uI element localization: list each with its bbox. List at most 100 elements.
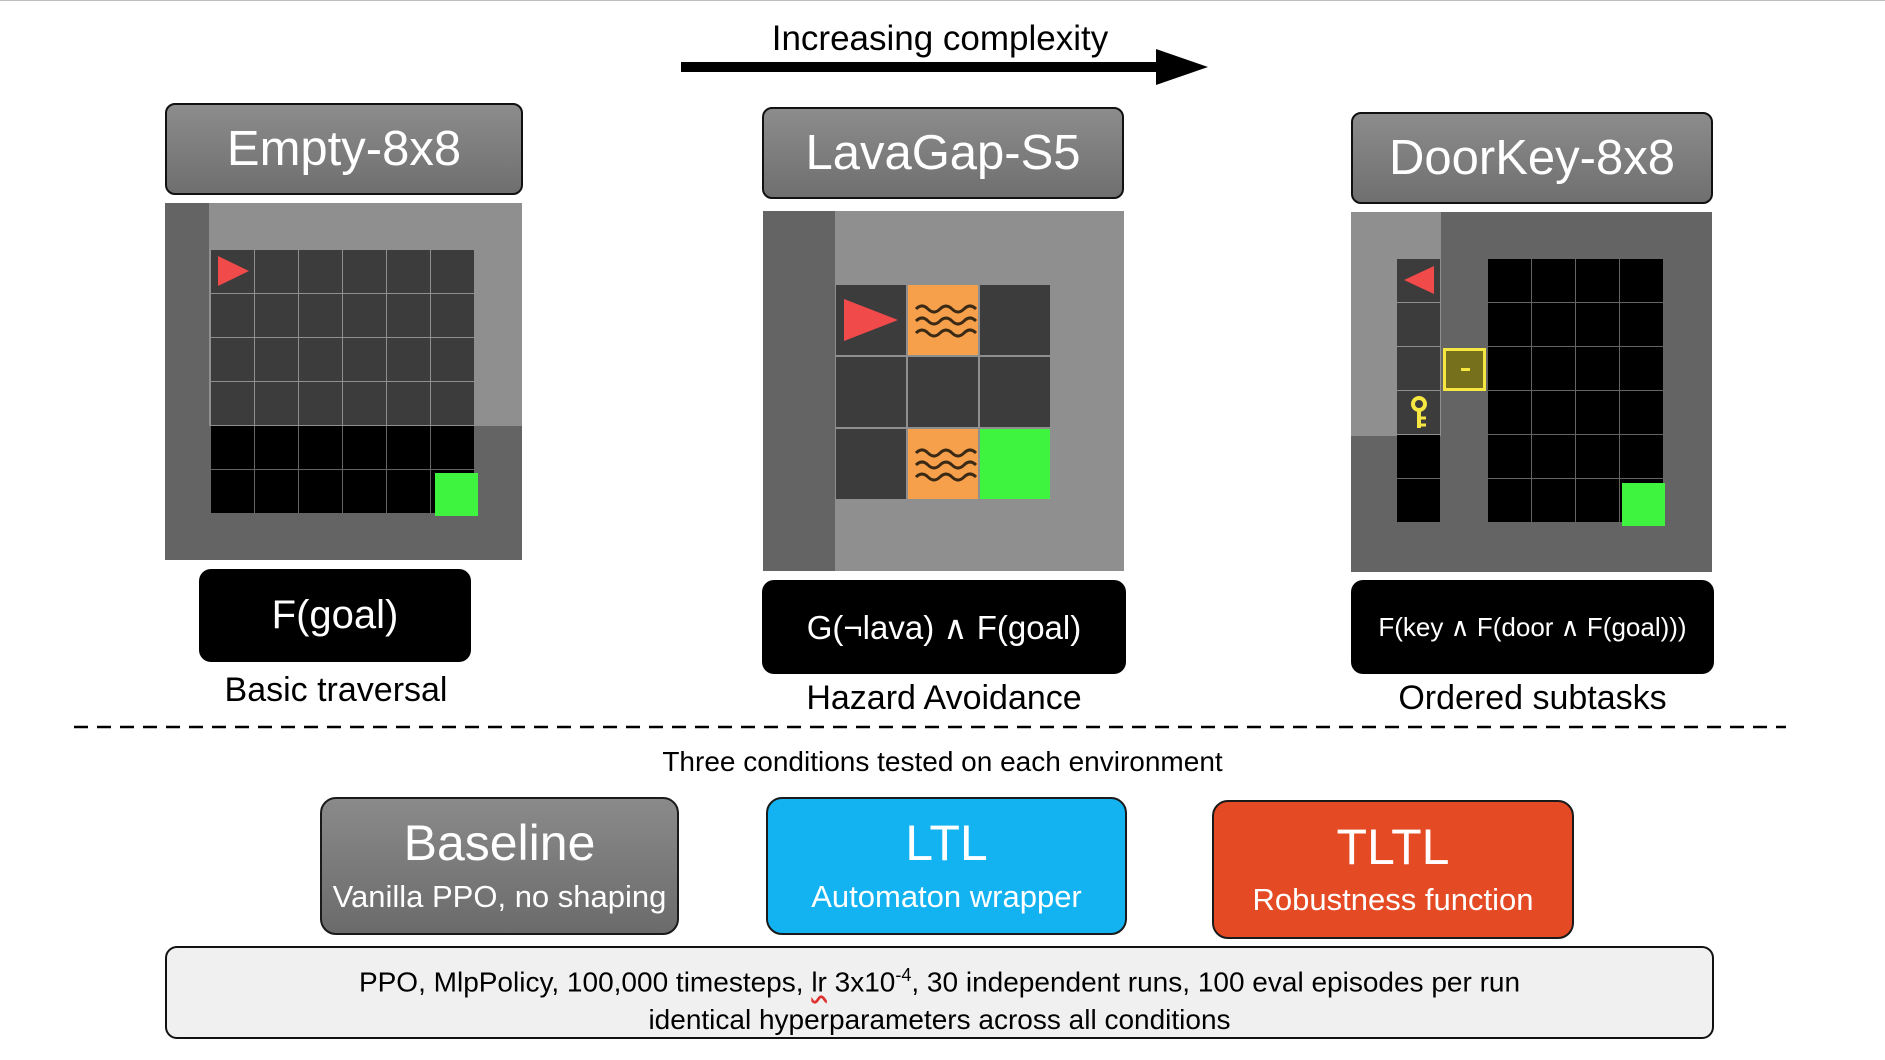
formula-empty: F(goal): [199, 569, 471, 662]
agent-arrow-icon: [1404, 266, 1434, 294]
grid-cell: [299, 426, 342, 469]
floor-cell: [908, 357, 978, 427]
grid-cell: [1620, 391, 1663, 434]
agent-arrow-icon: [218, 256, 249, 286]
env-grid-lavagap: [763, 211, 1124, 571]
grid-cell: [431, 426, 474, 469]
grid-cell: [1620, 259, 1663, 302]
condition-name: Baseline: [403, 815, 596, 872]
grid-cell: [1576, 479, 1619, 522]
floor-cell: [980, 285, 1050, 355]
empty-floor-grid: [211, 250, 474, 513]
grid-cell: [211, 470, 254, 513]
grid-cell: [1397, 303, 1440, 346]
condition-description: Robustness function: [1252, 882, 1534, 918]
grid-cell: [211, 382, 254, 425]
conditions-heading: Three conditions tested on each environm…: [662, 746, 1223, 777]
section-divider: [74, 725, 1786, 729]
agent-arrow-icon: [844, 299, 898, 341]
lava-cell: [908, 285, 978, 355]
grid-cell: [255, 250, 298, 293]
goal-cell: [980, 429, 1050, 499]
grid-cell: [1620, 435, 1663, 478]
grid-cell: [387, 250, 430, 293]
grid-cell: [343, 294, 386, 337]
grid-cell: [255, 426, 298, 469]
grid-cell: [1576, 435, 1619, 478]
grid-cell: [211, 294, 254, 337]
settings-prefix: PPO, MlpPolicy, 100,000 timesteps,: [358, 966, 812, 998]
complexity-arrow: [681, 49, 1208, 85]
settings-line-1: PPO, MlpPolicy, 100,000 timesteps, lr 3x…: [167, 956, 1712, 1001]
grid-cell: [1488, 303, 1531, 346]
grid-cell: [1532, 347, 1575, 390]
formula-doorkey: F(key ∧ F(door ∧ F(goal))): [1351, 580, 1714, 674]
grid-cell: [1397, 435, 1440, 478]
lr-value: 3x10: [826, 966, 896, 998]
grid-cell: [343, 426, 386, 469]
condition-name: LTL: [905, 815, 988, 872]
grid-cell: [1532, 479, 1575, 522]
lava-wave-icon: [914, 448, 978, 482]
dark-wall-column: [763, 211, 835, 571]
grid-cell: [343, 338, 386, 381]
grid-cell: [1488, 479, 1531, 522]
grid-cell: [1532, 303, 1575, 346]
training-settings-box: PPO, MlpPolicy, 100,000 timesteps, lr 3x…: [165, 946, 1714, 1039]
grid-cell: [255, 382, 298, 425]
grid-cell: [387, 382, 430, 425]
key-icon: [1411, 396, 1427, 428]
grid-cell: [1488, 347, 1531, 390]
env-grid-empty: [165, 203, 522, 560]
lr-label: lr: [811, 966, 827, 998]
caption-empty: Basic traversal: [224, 670, 448, 709]
env-title-lavagap: LavaGap-S5: [762, 107, 1124, 199]
grid-cell: [431, 338, 474, 381]
grid-cell: [343, 470, 386, 513]
grid-cell: [1620, 347, 1663, 390]
grid-cell: [1488, 391, 1531, 434]
settings-line-2: identical hyperparameters across all con…: [648, 1004, 1231, 1036]
goal-cell: [435, 473, 478, 516]
floor-cell: [980, 357, 1050, 427]
formula-lavagap: G(¬lava) ∧ F(goal): [762, 580, 1126, 674]
grid-cell: [343, 250, 386, 293]
grid-cell: [1620, 303, 1663, 346]
complexity-label: Increasing complexity: [771, 19, 1109, 58]
grid-cell: [1576, 347, 1619, 390]
lava-wave-icon: [914, 304, 978, 338]
grid-cell: [255, 470, 298, 513]
caption-doorkey: Ordered subtasks: [1398, 678, 1667, 717]
env-grid-doorkey: [1351, 212, 1712, 572]
floor-cell: [836, 429, 906, 499]
doorkey-right-grid: [1488, 259, 1663, 522]
caption-lavagap: Hazard Avoidance: [806, 678, 1082, 717]
grid-cell: [299, 338, 342, 381]
env-title-doorkey: DoorKey-8x8: [1351, 112, 1713, 204]
condition-description: Vanilla PPO, no shaping: [332, 878, 667, 914]
grid-cell: [211, 426, 254, 469]
grid-cell: [1397, 347, 1440, 390]
grid-cell: [1576, 259, 1619, 302]
grid-cell: [299, 470, 342, 513]
grid-cell: [387, 294, 430, 337]
condition-tltl: TLTL Robustness function: [1212, 800, 1574, 939]
lava-cell: [908, 429, 978, 499]
floor-cell: [836, 357, 906, 427]
grid-cell: [299, 294, 342, 337]
grid-cell: [1576, 391, 1619, 434]
env-title-empty: Empty-8x8: [165, 103, 523, 195]
grid-cell: [1532, 435, 1575, 478]
grid-cell: [387, 470, 430, 513]
grid-cell: [211, 338, 254, 381]
grid-cell: [431, 250, 474, 293]
grid-cell: [431, 382, 474, 425]
condition-description: Automaton wrapper: [811, 878, 1082, 914]
grid-cell: [387, 338, 430, 381]
grid-cell: [1488, 259, 1531, 302]
condition-name: TLTL: [1336, 818, 1450, 875]
door-handle: [1461, 368, 1470, 371]
grid-cell: [299, 382, 342, 425]
grid-cell: [299, 250, 342, 293]
top-border: [0, 0, 1885, 1]
